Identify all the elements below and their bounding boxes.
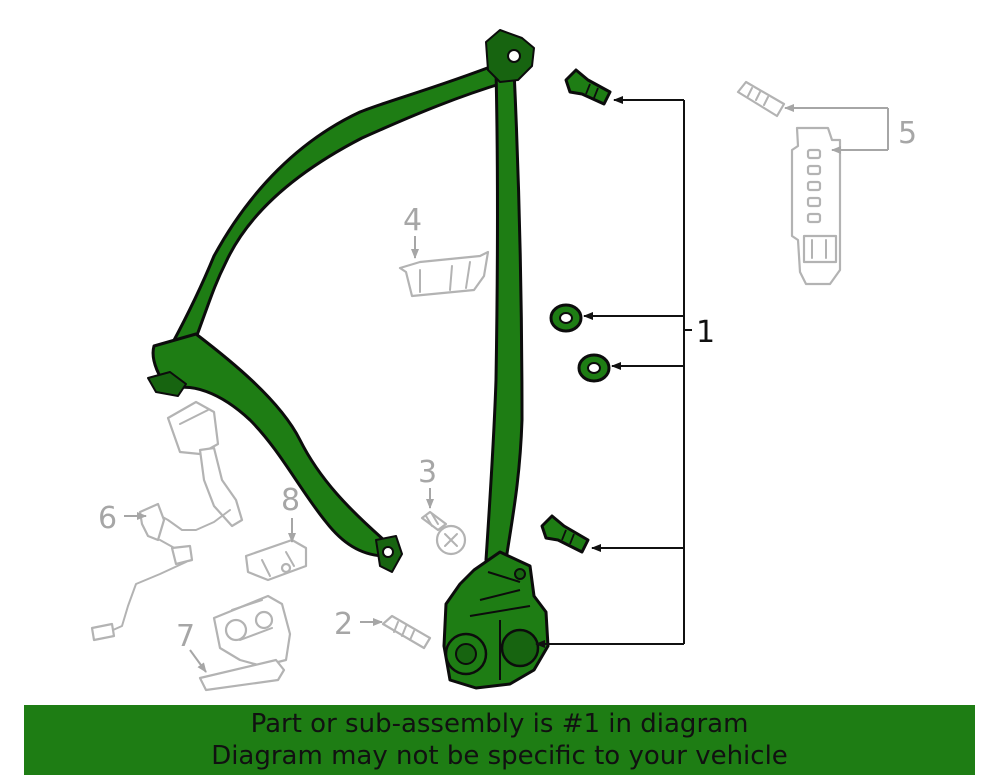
belt-webbing-upper [170, 62, 508, 346]
callout-8: 8 [281, 483, 300, 518]
callout-6: 6 [98, 501, 117, 536]
banner-line-1: Part or sub-assembly is #1 in diagram [250, 709, 749, 739]
callout-3: 3 [418, 455, 437, 490]
disclaimer-banner: Part or sub-assembly is #1 in diagram Di… [24, 705, 975, 775]
part-7-buckle-anchor[interactable] [198, 594, 292, 692]
part-1-seat-belt-assembly[interactable] [147, 29, 612, 690]
belt-webbing-vertical [484, 68, 524, 562]
part-4-trim-cover[interactable] [398, 250, 490, 298]
callout-2: 2 [334, 607, 353, 642]
callout-7: 7 [176, 619, 195, 654]
callout-4: 4 [403, 203, 422, 238]
part-8-clip[interactable] [244, 538, 308, 582]
washer-1 [549, 303, 583, 333]
part-2-bolt[interactable] [381, 614, 432, 650]
washer-2 [577, 353, 611, 383]
callout-1: 1 [696, 315, 715, 350]
part-3-screw[interactable] [420, 510, 467, 556]
callout-5: 5 [898, 116, 917, 151]
part-5-height-adjuster[interactable] [736, 80, 842, 286]
banner-line-2: Diagram may not be specific to your vehi… [211, 741, 788, 771]
